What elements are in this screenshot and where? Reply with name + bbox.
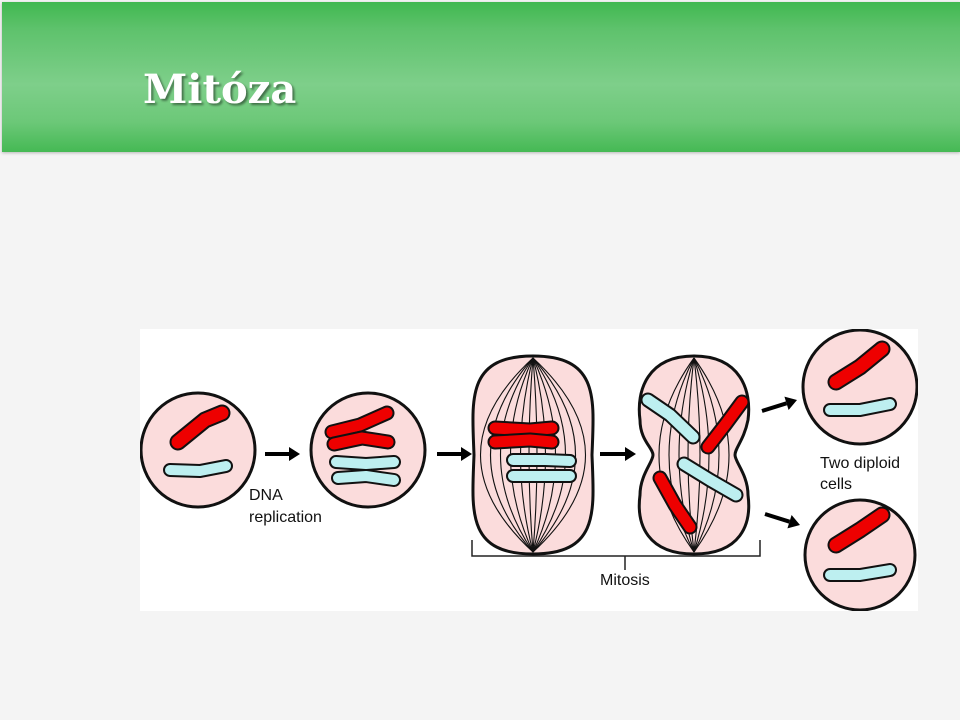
chromosome-red — [489, 422, 558, 436]
chromosome-blue — [678, 458, 742, 501]
cell-1 — [139, 391, 257, 509]
cell-4 — [803, 498, 917, 612]
arrow-icon — [764, 512, 791, 524]
spindle-fiber — [658, 357, 695, 553]
chromosome-blue — [508, 455, 575, 466]
title-banner — [2, 2, 960, 152]
mitosis-diagram: DNA replication Mitosis Two diploid cell… — [139, 328, 919, 612]
mitosis-illustration: DNA replication Mitosis Two diploid cell… — [139, 328, 919, 612]
chromosome-red — [489, 434, 558, 448]
spindle-fiber — [479, 357, 534, 553]
spindle-fiber — [500, 357, 534, 553]
chromosome-blue — [165, 461, 231, 476]
arrow-head-icon — [625, 447, 636, 461]
label-dna: DNA — [249, 487, 283, 504]
spindle-fiber — [489, 357, 534, 553]
label-cells: cells — [820, 476, 852, 493]
arrow-head-icon — [289, 447, 300, 461]
label-two-diploid: Two diploid — [820, 455, 900, 472]
label-replication: replication — [249, 509, 322, 526]
chromosome-blue — [333, 471, 399, 485]
mitosis-bracket — [471, 540, 761, 570]
cell-2 — [309, 391, 427, 509]
chromosome-red — [829, 508, 889, 552]
spindle-fiber — [532, 357, 577, 553]
cell-3 — [801, 328, 919, 446]
spindle-fiber — [532, 357, 587, 553]
chromosome-blue — [331, 457, 399, 469]
chromosome-blue — [825, 399, 895, 415]
chromosome-blue — [825, 565, 895, 580]
arrow-icon — [761, 401, 788, 413]
chromosome-red — [171, 406, 229, 449]
chromosome-red — [326, 407, 393, 438]
spindle-fiber — [693, 357, 720, 553]
arrow-head-icon — [461, 447, 472, 461]
arrow-head-icon — [784, 396, 797, 410]
chromosome-red — [829, 342, 889, 389]
chromosome-red — [702, 396, 748, 453]
spindle-fiber — [693, 357, 710, 553]
chromosome-red — [654, 472, 696, 533]
label-mitosis: Mitosis — [600, 572, 650, 589]
arrow-head-icon — [787, 515, 800, 529]
spindle-fiber — [693, 357, 730, 553]
slide-title: Mitóza — [143, 66, 297, 113]
chromosome-red — [328, 432, 394, 450]
chromosome-blue — [642, 394, 699, 443]
